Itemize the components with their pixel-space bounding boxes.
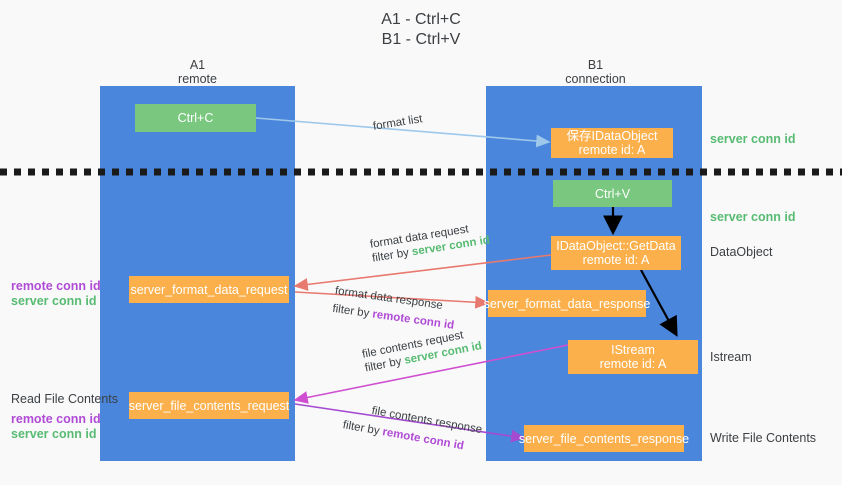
- box-ctrl-c[interactable]: Ctrl+C: [135, 104, 256, 132]
- annotation-write-file-contents: Write File Contents: [710, 431, 817, 445]
- annotation-remote-conn-id-2: remote conn id: [11, 412, 101, 426]
- swimlane-b1-name: B1: [587, 58, 604, 72]
- box-istream-line-1: IStream: [611, 343, 655, 357]
- box-idataobject-getdata-line-2: remote id: A: [582, 253, 650, 267]
- swimlane-a1-sub: remote: [178, 72, 217, 86]
- diagram-title-line-1: A1 - Ctrl+C: [381, 11, 461, 28]
- diagram-title: A1 - Ctrl+C B1 - Ctrl+V: [0, 10, 842, 50]
- box-save-idataobject-line-2: remote id: A: [578, 143, 646, 157]
- box-istream[interactable]: IStream remote id: A: [568, 340, 698, 374]
- annotation-istream: Istream: [710, 350, 752, 364]
- annotation-server-conn-id-1: server conn id: [11, 294, 97, 308]
- annotation-server-conn-id-mid: server conn id: [710, 210, 796, 224]
- edge-label-file-contents-response: file contents response filter by remote …: [342, 404, 483, 456]
- edge-label-format-data-request: format data request filter by server con…: [369, 219, 491, 265]
- box-save-idataobject[interactable]: 保存IDataObject remote id: A: [551, 128, 673, 158]
- annotation-left-read-file-contents-group: Read File Contents remote conn id server…: [11, 392, 118, 442]
- annotation-dataobject: DataObject: [710, 245, 773, 259]
- box-server-file-contents-request[interactable]: server_file_contents_request: [129, 392, 289, 419]
- annotation-read-file-contents: Read File Contents: [11, 392, 119, 406]
- annotation-remote-conn-id-1: remote conn id: [11, 279, 101, 293]
- swimlane-a1-name: A1: [189, 58, 206, 72]
- edge-label-format-data-response-filter-prefix: filter by: [331, 302, 374, 321]
- annotation-server-conn-id-top: server conn id: [710, 132, 796, 146]
- edge-label-format-data-response: format data response filter by remote co…: [332, 284, 458, 333]
- edge-label-file-contents-response-filter-prefix: filter by: [341, 419, 384, 438]
- box-ctrl-v[interactable]: Ctrl+V: [553, 180, 672, 207]
- swimlane-a1-title: A1 remote: [120, 58, 275, 86]
- swimlane-b1-sub: connection: [565, 72, 626, 86]
- box-server-format-data-request[interactable]: server_format_data_request: [129, 276, 289, 303]
- box-server-format-data-response[interactable]: server_format_data_response: [484, 290, 650, 317]
- edge-label-file-contents-request: file contents request filter by server c…: [361, 325, 483, 375]
- box-idataobject-getdata[interactable]: IDataObject::GetData remote id: A: [551, 236, 681, 270]
- swimlane-b1-title: B1 connection: [518, 58, 673, 86]
- annotation-server-conn-id-2: server conn id: [11, 427, 97, 441]
- annotation-left-conn-ids-1: remote conn id server conn id: [11, 279, 101, 309]
- box-istream-line-2: remote id: A: [599, 357, 667, 371]
- diagram-title-line-2: B1 - Ctrl+V: [381, 31, 461, 48]
- box-server-file-contents-response[interactable]: server_file_contents_response: [519, 425, 689, 452]
- edge-label-format-list: format list: [372, 113, 424, 133]
- box-save-idataobject-line-1: 保存IDataObject: [566, 129, 658, 143]
- box-idataobject-getdata-line-1: IDataObject::GetData: [556, 239, 676, 253]
